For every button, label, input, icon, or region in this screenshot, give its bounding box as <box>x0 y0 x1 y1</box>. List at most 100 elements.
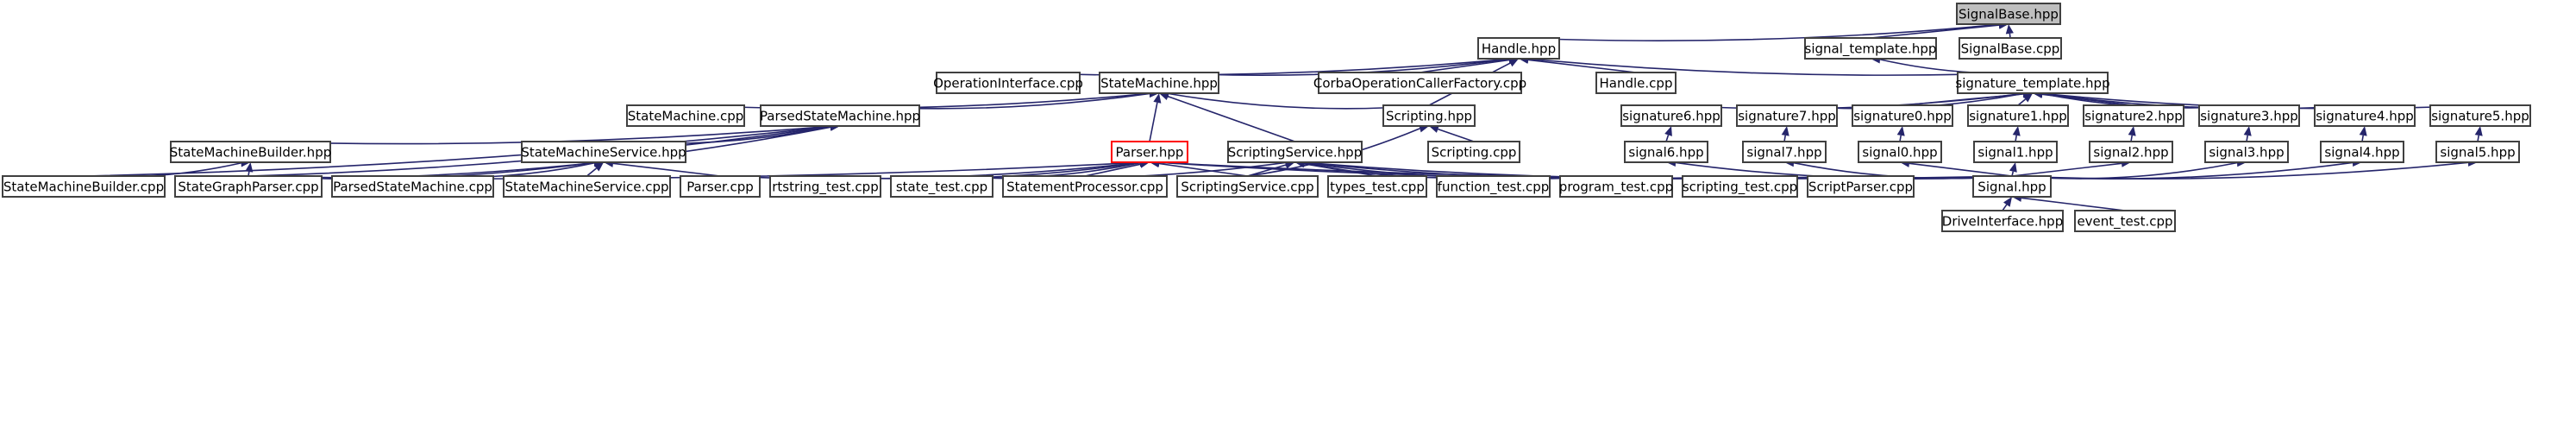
node-box-function_test_cpp[interactable] <box>1436 175 1551 198</box>
node-parsedstatemachine_cpp[interactable]: ParsedStateMachine.cpp <box>331 175 494 198</box>
node-operationinterface_cpp[interactable]: OperationInterface.cpp <box>933 72 1083 94</box>
node-signal_template_hpp[interactable]: signal_template.hpp <box>1804 37 1937 60</box>
node-box-types_test_cpp[interactable] <box>1327 175 1427 198</box>
node-box-signal1_hpp[interactable] <box>1973 141 2058 163</box>
node-box-rtstring_test_cpp[interactable] <box>769 175 881 198</box>
node-stategraphparser_cpp[interactable]: StateGraphParser.cpp <box>174 175 323 198</box>
node-box-scripting_test_cpp[interactable] <box>1682 175 1798 198</box>
node-statemachineservice_cpp[interactable]: StateMachineService.cpp <box>503 175 671 198</box>
node-scripting_test_cpp[interactable]: scripting_test.cpp <box>1682 175 1798 198</box>
node-box-stategraphparser_cpp[interactable] <box>174 175 323 198</box>
node-scriptingservice_cpp[interactable]: ScriptingService.cpp <box>1176 175 1319 198</box>
node-box-scripting_hpp[interactable] <box>1382 104 1476 127</box>
node-parser_hpp[interactable]: Parser.hpp <box>1111 141 1188 163</box>
node-signal0_hpp[interactable]: signal0.hpp <box>1858 141 1942 163</box>
node-signature3_hpp[interactable]: signature3.hpp <box>2198 104 2300 127</box>
node-box-operationinterface_cpp[interactable] <box>936 72 1081 94</box>
node-box-statemachine_cpp[interactable] <box>626 104 745 127</box>
node-box-scriptparser_cpp[interactable] <box>1807 175 1915 198</box>
node-scriptparser_cpp[interactable]: ScriptParser.cpp <box>1807 175 1915 198</box>
node-box-signature2_hpp[interactable] <box>2083 104 2184 127</box>
node-box-signal_template_hpp[interactable] <box>1804 37 1937 60</box>
node-parsedstatemachine_hpp[interactable]: ParsedStateMachine.hpp <box>760 104 920 127</box>
node-box-scriptingservice_cpp[interactable] <box>1176 175 1319 198</box>
node-statemachinebuilder_cpp[interactable]: StateMachineBuilder.cpp <box>2 175 166 198</box>
node-box-statemachinebuilder_cpp[interactable] <box>2 175 166 198</box>
node-box-state_test_cpp[interactable] <box>890 175 993 198</box>
node-signature2_hpp[interactable]: signature2.hpp <box>2083 104 2184 127</box>
node-box-signal5_hpp[interactable] <box>2435 141 2520 163</box>
node-box-signal0_hpp[interactable] <box>1858 141 1942 163</box>
node-types_test_cpp[interactable]: types_test.cpp <box>1327 175 1427 198</box>
node-signature_template_hpp[interactable]: signature_template.hpp <box>1955 72 2110 94</box>
node-statemachine_cpp[interactable]: StateMachine.cpp <box>626 104 745 127</box>
node-box-signalbase_cpp[interactable] <box>1959 37 2062 60</box>
node-driveinterface_hpp[interactable]: DriveInterface.hpp <box>1941 210 2064 232</box>
node-signalbase_hpp[interactable]: SignalBase.hpp <box>1956 3 2061 25</box>
node-box-scriptingservice_hpp[interactable] <box>1227 141 1363 163</box>
node-signal2_hpp[interactable]: signal2.hpp <box>2089 141 2173 163</box>
node-box-signature4_hpp[interactable] <box>2314 104 2416 127</box>
node-signal7_hpp[interactable]: signal7.hpp <box>1742 141 1827 163</box>
node-signal1_hpp[interactable]: signal1.hpp <box>1973 141 2058 163</box>
node-box-signature5_hpp[interactable] <box>2429 104 2531 127</box>
node-box-corbaoperationcallerfactory_cpp[interactable] <box>1318 72 1522 94</box>
node-box-signal7_hpp[interactable] <box>1742 141 1827 163</box>
node-box-statemachineservice_hpp[interactable] <box>521 141 686 163</box>
node-signal_hpp[interactable]: Signal.hpp <box>1972 175 2052 198</box>
node-signal5_hpp[interactable]: signal5.hpp <box>2435 141 2520 163</box>
node-box-signal4_hpp[interactable] <box>2320 141 2404 163</box>
node-statemachine_hpp[interactable]: StateMachine.hpp <box>1099 72 1219 94</box>
node-scripting_cpp[interactable]: Scripting.cpp <box>1427 141 1520 163</box>
node-box-signal2_hpp[interactable] <box>2089 141 2173 163</box>
node-box-signature6_hpp[interactable] <box>1620 104 1722 127</box>
node-box-signal6_hpp[interactable] <box>1624 141 1708 163</box>
node-box-parser_hpp[interactable] <box>1111 141 1188 163</box>
node-corbaoperationcallerfactory_cpp[interactable]: CorbaOperationCallerFactory.cpp <box>1313 72 1526 94</box>
node-box-handle_cpp[interactable] <box>1595 72 1677 94</box>
node-state_test_cpp[interactable]: state_test.cpp <box>890 175 993 198</box>
node-signal4_hpp[interactable]: signal4.hpp <box>2320 141 2404 163</box>
node-box-signalbase_hpp[interactable] <box>1956 3 2061 25</box>
node-statemachineservice_hpp[interactable]: StateMachineService.hpp <box>521 141 686 163</box>
node-box-statemachinebuilder_hpp[interactable] <box>170 141 331 163</box>
node-scripting_hpp[interactable]: Scripting.hpp <box>1382 104 1476 127</box>
node-signature7_hpp[interactable]: signature7.hpp <box>1736 104 1838 127</box>
node-box-signal_hpp[interactable] <box>1972 175 2052 198</box>
node-box-statementprocessor_cpp[interactable] <box>1002 175 1168 198</box>
node-box-signature3_hpp[interactable] <box>2198 104 2300 127</box>
node-signature6_hpp[interactable]: signature6.hpp <box>1620 104 1722 127</box>
node-signature1_hpp[interactable]: signature1.hpp <box>1967 104 2069 127</box>
node-statemachinebuilder_hpp[interactable]: StateMachineBuilder.hpp <box>170 141 332 163</box>
node-signal3_hpp[interactable]: signal3.hpp <box>2204 141 2289 163</box>
node-scriptingservice_hpp[interactable]: ScriptingService.hpp <box>1227 141 1363 163</box>
node-signature4_hpp[interactable]: signature4.hpp <box>2314 104 2416 127</box>
node-signal6_hpp[interactable]: signal6.hpp <box>1624 141 1708 163</box>
node-box-signal3_hpp[interactable] <box>2204 141 2289 163</box>
node-statementprocessor_cpp[interactable]: StatementProcessor.cpp <box>1002 175 1168 198</box>
node-box-parser_cpp[interactable] <box>680 175 761 198</box>
node-box-signature1_hpp[interactable] <box>1967 104 2069 127</box>
node-box-scripting_cpp[interactable] <box>1427 141 1520 163</box>
node-function_test_cpp[interactable]: function_test.cpp <box>1436 175 1551 198</box>
node-handle_hpp[interactable]: Handle.hpp <box>1477 37 1560 60</box>
node-box-signature0_hpp[interactable] <box>1852 104 1953 127</box>
node-box-event_test_cpp[interactable] <box>2074 210 2176 232</box>
node-box-statemachineservice_cpp[interactable] <box>503 175 671 198</box>
node-program_test_cpp[interactable]: program_test.cpp <box>1559 175 1673 198</box>
node-signature5_hpp[interactable]: signature5.hpp <box>2429 104 2531 127</box>
node-box-signature7_hpp[interactable] <box>1736 104 1838 127</box>
node-signalbase_cpp[interactable]: SignalBase.cpp <box>1959 37 2062 60</box>
node-box-handle_hpp[interactable] <box>1477 37 1560 60</box>
node-parser_cpp[interactable]: Parser.cpp <box>680 175 761 198</box>
node-box-statemachine_hpp[interactable] <box>1099 72 1219 94</box>
node-box-driveinterface_hpp[interactable] <box>1941 210 2064 232</box>
node-event_test_cpp[interactable]: event_test.cpp <box>2074 210 2176 232</box>
node-rtstring_test_cpp[interactable]: rtstring_test.cpp <box>769 175 881 198</box>
node-signature0_hpp[interactable]: signature0.hpp <box>1852 104 1953 127</box>
node-box-program_test_cpp[interactable] <box>1559 175 1673 198</box>
node-handle_cpp[interactable]: Handle.cpp <box>1595 72 1677 94</box>
node-box-parsedstatemachine_hpp[interactable] <box>760 104 920 127</box>
node-box-signature_template_hpp[interactable] <box>1957 72 2109 94</box>
node-box-parsedstatemachine_cpp[interactable] <box>331 175 494 198</box>
